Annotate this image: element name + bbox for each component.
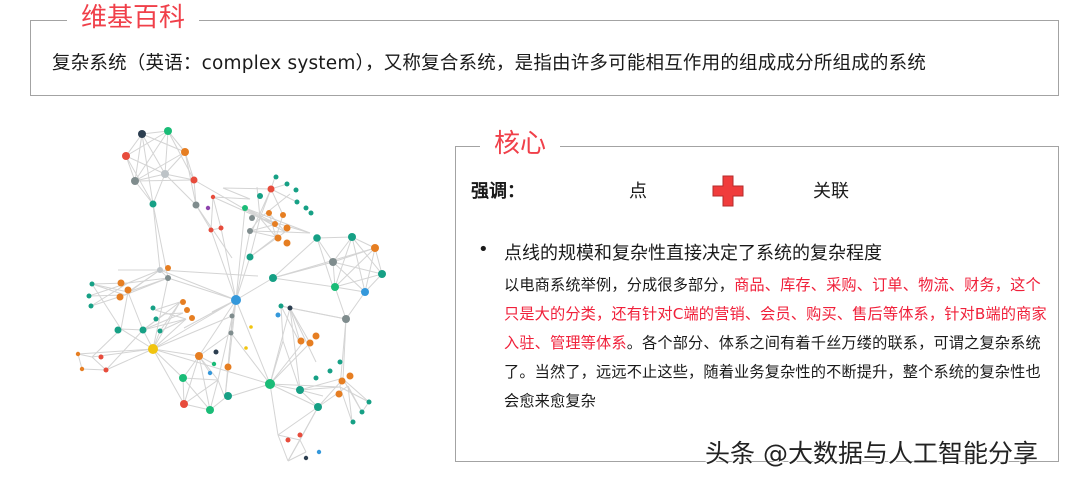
red-plus-icon xyxy=(712,175,744,207)
point-label: 点 xyxy=(629,181,647,202)
network-edges xyxy=(77,130,383,462)
ecommerce-example-paragraph: 以电商系统举例，分成很多部分，商品、库存、采购、订单、物流、财务，这个只是大的分… xyxy=(504,271,1056,416)
paragraph-highlight: 商品、库存、采购、订单、物流、财务，这个只是大的分类，还有针对C端的营销、会员、… xyxy=(504,276,1047,352)
bullet-marker: • xyxy=(478,239,489,260)
paragraph-intro: 以电商系统举例，分成很多部分， xyxy=(504,276,735,294)
core-title: 核心 xyxy=(480,131,561,157)
network-nodes xyxy=(75,127,386,461)
wikipedia-definition-box: 维基百科 复杂系统（英语：complex system），又称复合系统，是指由许… xyxy=(30,5,1059,96)
network-graph-illustration xyxy=(75,127,386,462)
emphasis-row: 强调： 点 关联 xyxy=(471,175,1031,207)
link-label: 关联 xyxy=(813,181,849,202)
core-concept-box: 核心 强调： 点 关联 • 点线的规模和复杂性直接决定了系统的复杂程度 以电商系… xyxy=(455,131,1059,462)
bullet-title-text: 点线的规模和复杂性直接决定了系统的复杂程度 xyxy=(504,243,882,264)
paragraph-conclusion: 。各个部分、体系之间有着千丝万缕的联系，可谓之复杂系统了。当然了，远远不止这些，… xyxy=(504,334,1041,410)
complex-system-definition: 复杂系统（英语：complex system），又称复合系统，是指由许多可能相互… xyxy=(52,53,927,74)
wikipedia-title: 维基百科 xyxy=(67,5,200,31)
watermark: 头条 @大数据与人工智能分享 xyxy=(705,439,1038,468)
emphasis-label: 强调： xyxy=(471,181,525,202)
